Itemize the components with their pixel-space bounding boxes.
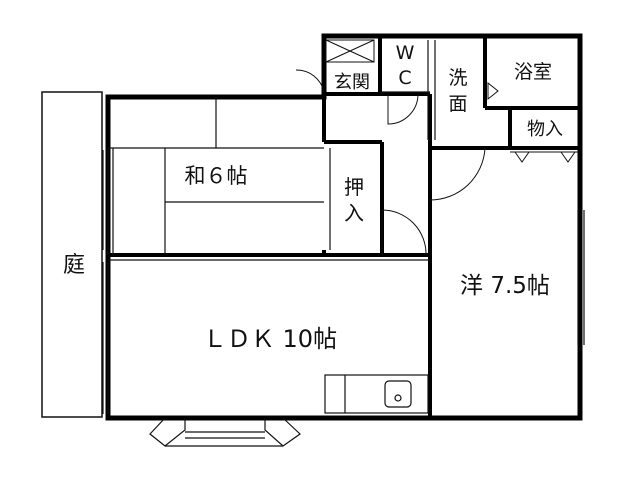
youshitsu-label: 洋 7.5帖 [460,273,550,299]
storage-shelf-icon [510,151,578,163]
garden-area [41,91,103,418]
interior-walls [108,36,580,418]
genkan-storage-icon [325,39,375,63]
senmen-label-bottom: 面 [448,93,467,115]
thin-lines [102,40,585,414]
wc-label-bottom: C [398,67,411,89]
oshiire-label-bottom: 入 [344,201,364,225]
bath-door-icon [487,81,499,101]
kitchen-counter [324,374,429,414]
bay-window [149,417,301,447]
outer-walls [105,33,583,421]
yokushitsu-label: 浴室 [514,61,552,83]
wc-label-top: W [396,42,415,64]
washitsu-label: 和６帖 [185,164,248,188]
garden-label: 庭 [63,253,85,278]
door-swings [295,69,486,256]
monoire-label: 物入 [527,119,563,140]
ldk-label: ＬＤＫ 10帖 [203,325,337,353]
genkan-label: 玄関 [334,72,370,93]
senmen-label-top: 洗 [448,67,467,89]
oshiire-label-top: 押 [344,175,364,199]
sink-icon [384,380,412,408]
